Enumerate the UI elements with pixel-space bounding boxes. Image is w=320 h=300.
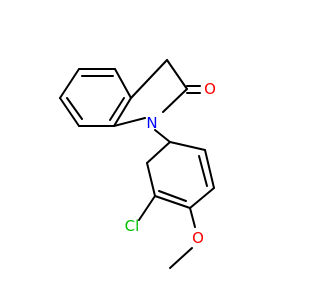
bond <box>59 68 80 99</box>
bond <box>169 247 193 269</box>
oxygen-methoxy-label: O <box>192 229 204 247</box>
bond <box>146 141 171 164</box>
molecule-structure: O N Cl O <box>59 59 216 269</box>
bonds <box>59 59 215 269</box>
bond <box>204 149 215 189</box>
chlorine-label: Cl <box>125 217 140 235</box>
oxygen-carbonyl-label: O <box>204 80 216 98</box>
bond <box>162 88 188 113</box>
nitrogen-label: N <box>146 114 157 132</box>
bond <box>154 195 191 209</box>
bond <box>114 68 132 99</box>
bond <box>154 129 171 143</box>
bond <box>109 97 125 121</box>
bond <box>130 59 168 99</box>
bond <box>66 97 83 120</box>
bond <box>113 97 132 127</box>
bond <box>146 162 156 197</box>
bond <box>113 117 146 127</box>
bond <box>158 190 187 202</box>
bond <box>138 195 156 221</box>
bond <box>169 141 206 151</box>
bond <box>189 187 215 209</box>
bond <box>59 97 80 127</box>
bond <box>166 59 188 90</box>
bond <box>198 155 208 187</box>
bond <box>189 207 196 228</box>
